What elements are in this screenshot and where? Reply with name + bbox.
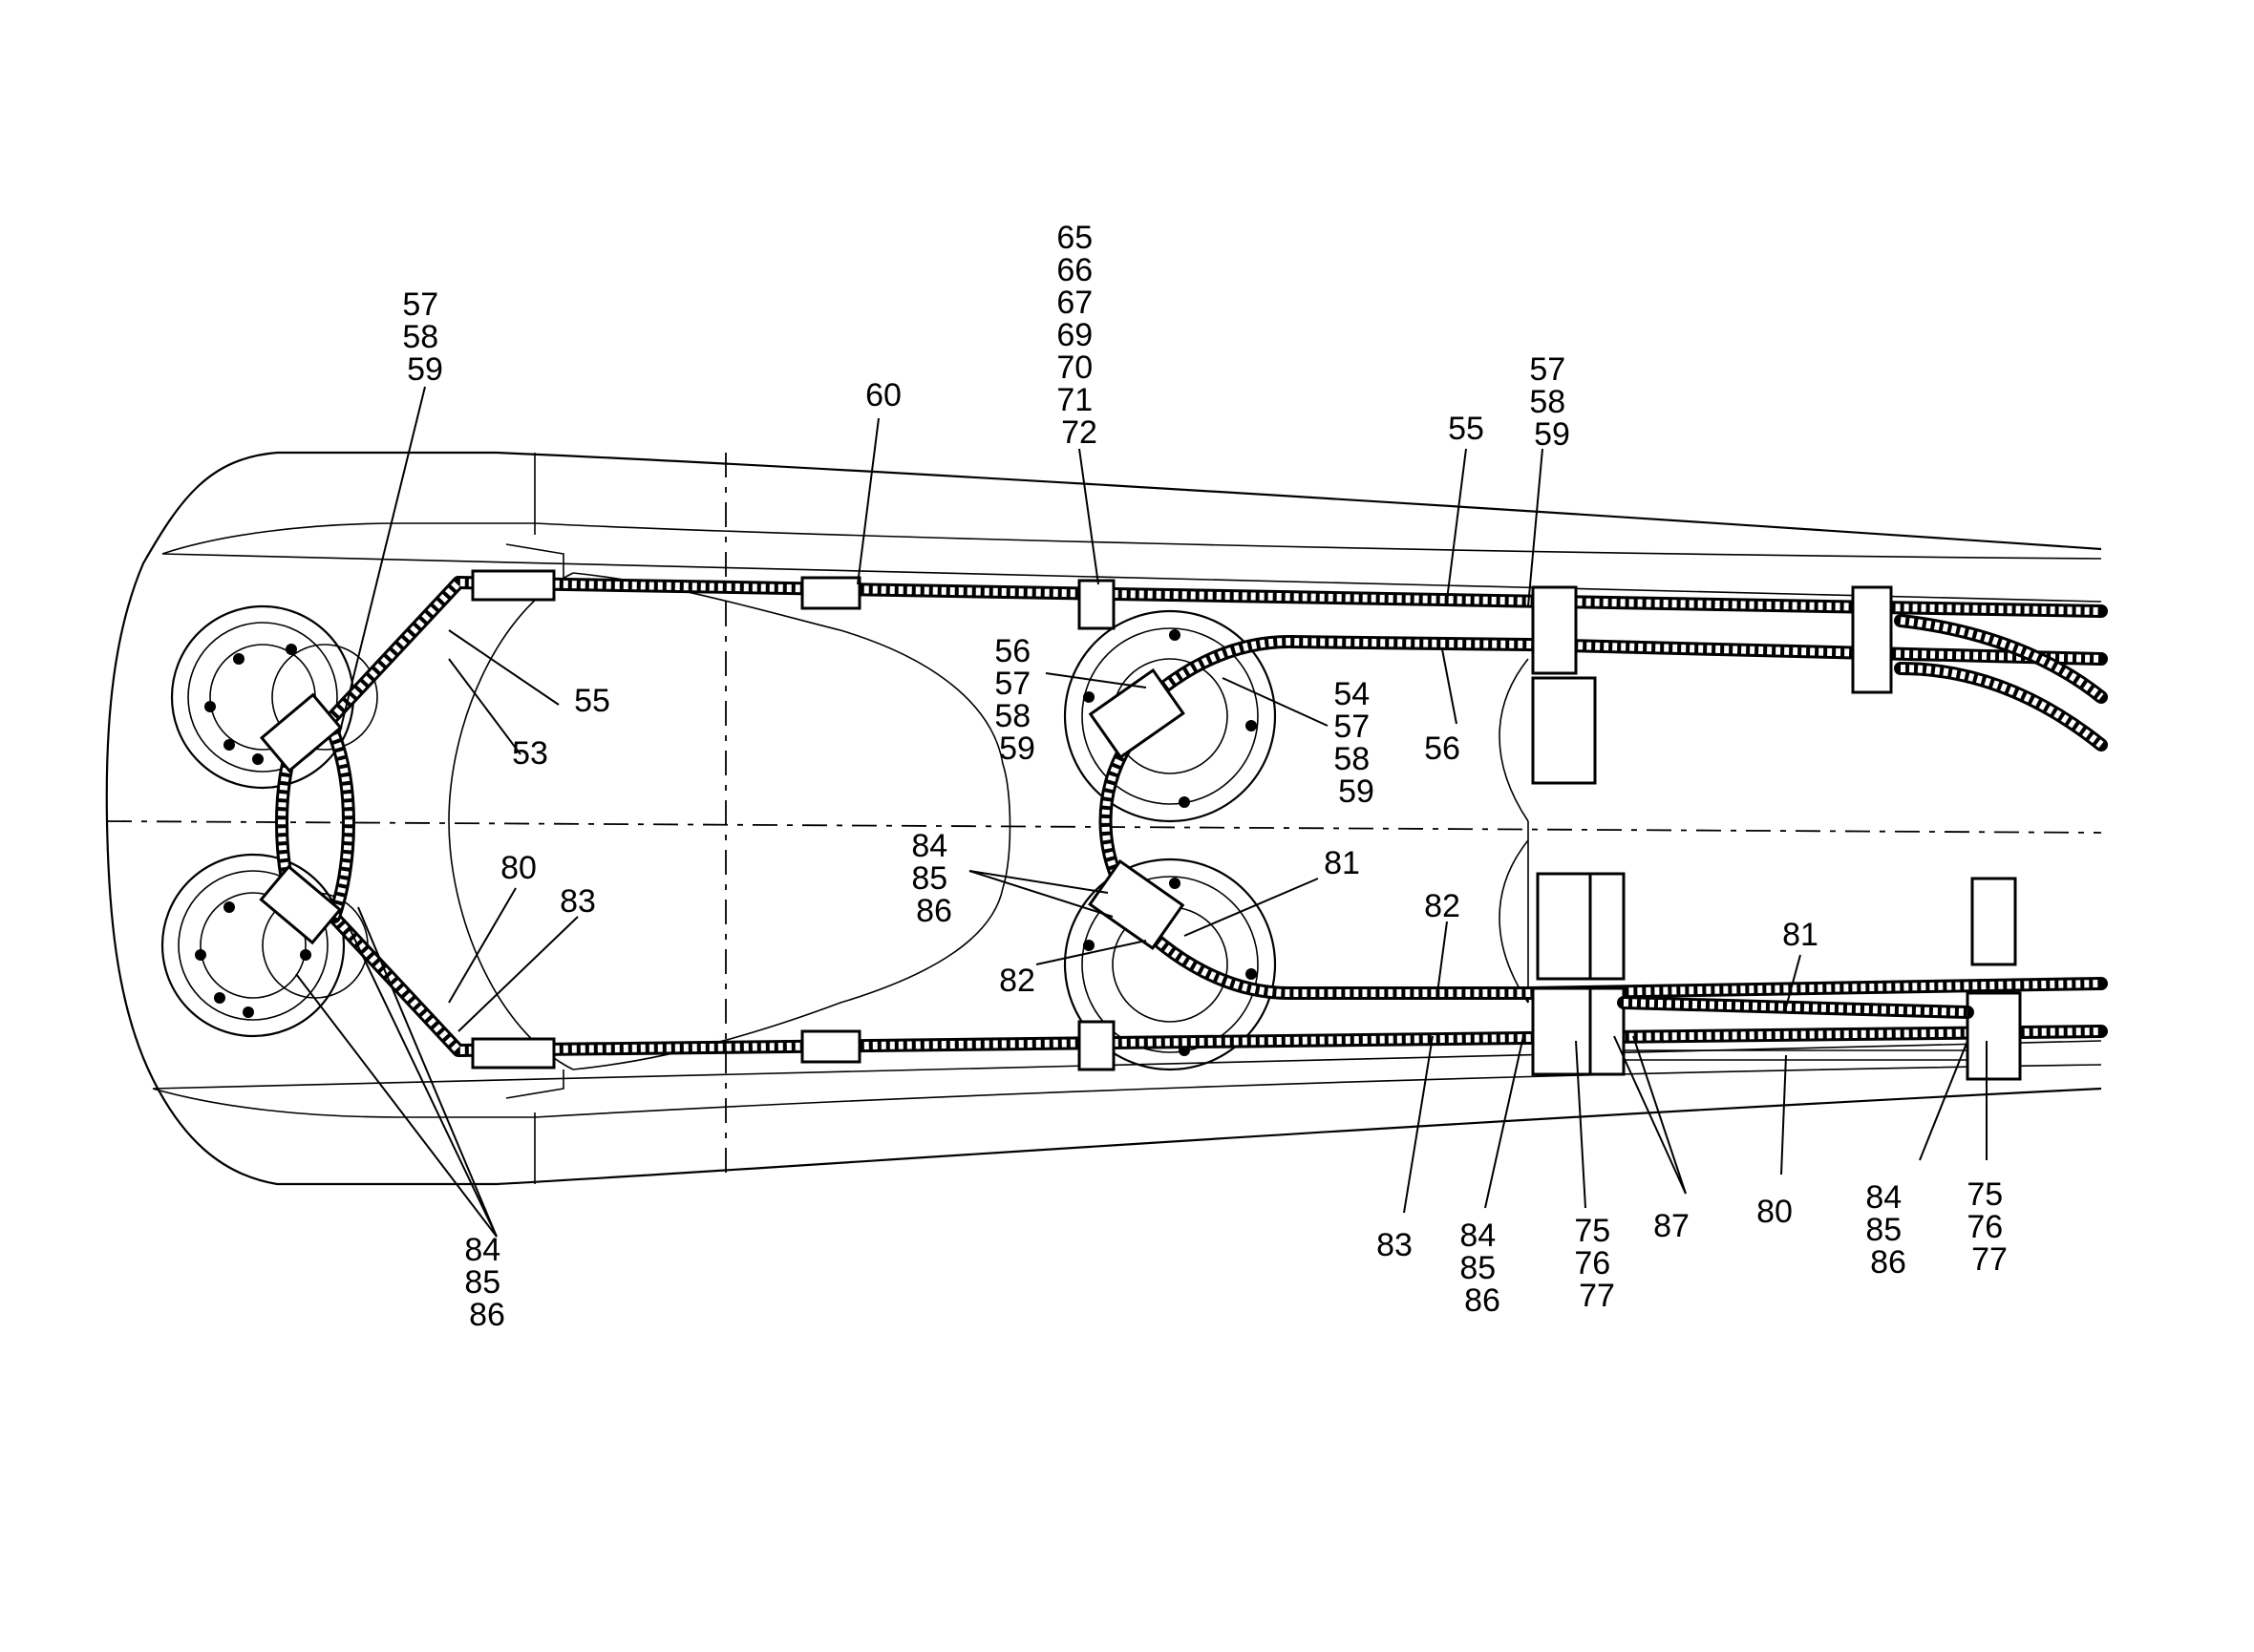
callout-label: 75 (1574, 1213, 1610, 1249)
callout-label: 84 (464, 1232, 500, 1268)
undercarriage-frame (105, 451, 2102, 1186)
callout-label: 57 (994, 666, 1031, 702)
callout-label: 59 (407, 351, 443, 388)
callout-label: 55 (574, 683, 610, 719)
callout-label: 56 (994, 633, 1031, 669)
callout-label: 81 (1324, 845, 1360, 881)
callout-group-24: 84 85 86 (1865, 1179, 1910, 1281)
track-loop-outline (448, 572, 1529, 1070)
callout-label: 58 (402, 319, 438, 355)
callout-label: 86 (1870, 1244, 1906, 1281)
callout-group-4: 55 (1448, 411, 1484, 447)
callout-group-1: 57 58 59 (402, 286, 447, 388)
callout-label: 57 (402, 286, 438, 323)
hose-clamps (259, 569, 1185, 1071)
callout-label: 84 (911, 828, 947, 864)
callout-group-16: 82 (1424, 888, 1460, 924)
callout-label: 83 (1376, 1227, 1413, 1263)
callout-group-13: 84 85 86 (911, 828, 956, 929)
callout-label: 86 (469, 1297, 505, 1333)
callout-group-10: 56 (1424, 731, 1460, 767)
callout-label: 58 (1333, 741, 1370, 777)
callout-group-6: 55 (574, 683, 610, 719)
callout-label: 69 (1056, 317, 1093, 353)
callout-group-7: 53 (512, 735, 548, 772)
callout-label: 72 (1061, 414, 1097, 451)
callout-label: 57 (1333, 709, 1370, 745)
callout-label: 85 (1865, 1212, 1902, 1248)
callout-group-5: 57 58 59 (1529, 351, 1574, 453)
callout-label: 60 (865, 377, 902, 413)
callout-group-17: 81 (1782, 917, 1818, 953)
callout-label: 82 (1424, 888, 1460, 924)
callout-label: 86 (916, 893, 952, 929)
callout-label: 67 (1056, 285, 1093, 321)
leader-lines (295, 386, 1988, 1238)
callout-group-8: 56 57 58 59 (994, 633, 1039, 767)
callout-label: 85 (911, 860, 947, 897)
callout-labels: 57 58 59 60 65 66 67 69 70 71 72 55 57 5… (402, 220, 2011, 1333)
callout-label: 59 (1534, 416, 1570, 453)
right-side-hoses (1617, 614, 2108, 1061)
callout-group-20: 84 85 86 (1459, 1218, 1504, 1319)
callout-group-9: 54 57 58 59 (1333, 676, 1378, 810)
callout-label: 80 (1756, 1194, 1793, 1230)
callout-label: 80 (500, 850, 537, 886)
callout-label: 59 (999, 731, 1035, 767)
callout-label: 83 (560, 883, 596, 920)
callout-label: 53 (512, 735, 548, 772)
callout-group-21: 75 76 77 (1574, 1213, 1619, 1314)
callout-group-2: 60 (865, 377, 902, 413)
callout-group-12: 83 (560, 883, 596, 920)
callout-label: 54 (1333, 676, 1370, 712)
callout-label: 66 (1056, 252, 1093, 288)
callout-label: 57 (1529, 351, 1565, 388)
callout-label: 55 (1448, 411, 1484, 447)
callout-group-22: 87 (1653, 1208, 1690, 1244)
callout-group-15: 82 (999, 963, 1035, 999)
callout-group-11: 80 (500, 850, 537, 886)
callout-label: 87 (1653, 1208, 1690, 1244)
callout-group-14: 81 (1324, 845, 1360, 881)
callout-label: 85 (1459, 1250, 1496, 1286)
callout-group-23: 80 (1756, 1194, 1793, 1230)
callout-label: 58 (1529, 384, 1565, 420)
callout-label: 58 (994, 698, 1031, 734)
hose-lines (275, 576, 2108, 1057)
callout-label: 81 (1782, 917, 1818, 953)
callout-group-3: 65 66 67 69 70 71 72 (1056, 220, 1101, 451)
callout-label: 84 (1865, 1179, 1902, 1216)
callout-group-18: 84 85 86 (464, 1232, 509, 1333)
callout-label: 56 (1424, 731, 1460, 767)
callout-label: 77 (1579, 1278, 1615, 1314)
callout-label: 85 (464, 1264, 500, 1301)
callout-label: 70 (1056, 349, 1093, 386)
callout-label: 82 (999, 963, 1035, 999)
callout-label: 86 (1464, 1282, 1500, 1319)
callout-label: 76 (1574, 1245, 1610, 1281)
callout-label: 76 (1967, 1209, 2003, 1245)
valve-blocks (1531, 585, 2022, 1081)
callout-label: 77 (1971, 1241, 2008, 1278)
callout-group-25: 75 76 77 (1967, 1176, 2011, 1278)
callout-label: 75 (1967, 1176, 2003, 1213)
callout-group-19: 83 (1376, 1227, 1413, 1263)
callout-label: 71 (1056, 382, 1093, 418)
callout-label: 65 (1056, 220, 1093, 256)
callout-label: 84 (1459, 1218, 1496, 1254)
callout-label: 59 (1338, 773, 1374, 810)
